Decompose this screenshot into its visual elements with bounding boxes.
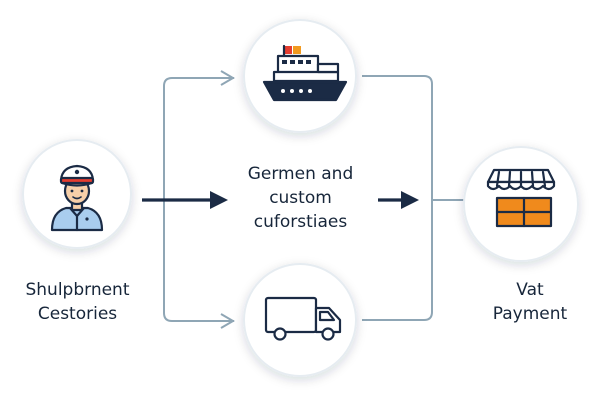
ship-deck bbox=[272, 70, 340, 83]
source-label-line-1: Shulpbrnent bbox=[25, 280, 130, 300]
awning-stripe-5 bbox=[541, 170, 547, 188]
truck-cargo-box bbox=[264, 296, 318, 334]
officer-badge bbox=[85, 217, 89, 221]
source-label-line-2: Cestories bbox=[37, 304, 118, 324]
awning-stripe-1 bbox=[495, 170, 501, 188]
ship-window-1 bbox=[282, 60, 287, 64]
destination-label-line-1: Vat bbox=[516, 280, 544, 300]
ship-porthole-3 bbox=[299, 89, 303, 93]
arrow-to-ship-head bbox=[220, 70, 235, 86]
ship-cargo-stack bbox=[316, 62, 340, 74]
customs-label-line-2: custom bbox=[269, 188, 332, 208]
main-arrow-left-head bbox=[210, 191, 228, 209]
connector-arrows bbox=[178, 70, 235, 329]
awning-stripe-2 bbox=[507, 170, 512, 188]
officer-cap-emblem bbox=[74, 169, 80, 175]
ship-porthole-1 bbox=[281, 89, 285, 93]
node-label-source: Shulpbrnent Cestories bbox=[10, 278, 145, 326]
ship-window-3 bbox=[298, 60, 303, 64]
customs-officer-icon bbox=[50, 164, 104, 232]
cargo-ship-icon bbox=[262, 44, 348, 102]
officer-cap-band bbox=[59, 176, 95, 185]
truck-wheel-front bbox=[321, 327, 335, 341]
main-flow-arrows bbox=[142, 191, 419, 209]
ship-window-2 bbox=[290, 60, 295, 64]
ship-flag-red bbox=[284, 46, 292, 54]
officer-mouth bbox=[72, 196, 82, 200]
connector-top-right bbox=[362, 75, 433, 321]
truck-wheel-rear bbox=[273, 327, 287, 341]
node-label-customs: Germen and custom cuforstiaes bbox=[228, 162, 373, 234]
node-label-destination: Vat Payment bbox=[470, 278, 590, 326]
officer-eye-left bbox=[70, 189, 74, 193]
destination-label-line-2: Payment bbox=[492, 304, 568, 324]
arrow-to-truck-head bbox=[220, 313, 235, 329]
awning-stripe-4 bbox=[530, 170, 535, 188]
truck-cab-window bbox=[318, 310, 336, 322]
customs-label-line-3: cuforstiaes bbox=[253, 212, 348, 232]
ship-window-4 bbox=[306, 60, 311, 64]
ship-porthole-2 bbox=[290, 89, 294, 93]
ship-flag-orange bbox=[293, 46, 301, 54]
ship-hull bbox=[262, 80, 348, 102]
main-arrow-right-head bbox=[401, 191, 419, 209]
customs-label-line-1: Germen and bbox=[247, 164, 354, 184]
officer-eye-right bbox=[80, 189, 84, 193]
officer-cap-visor bbox=[60, 181, 94, 187]
ship-porthole-4 bbox=[308, 89, 312, 93]
delivery-truck-icon bbox=[264, 296, 342, 341]
storefront-icon bbox=[486, 168, 556, 228]
